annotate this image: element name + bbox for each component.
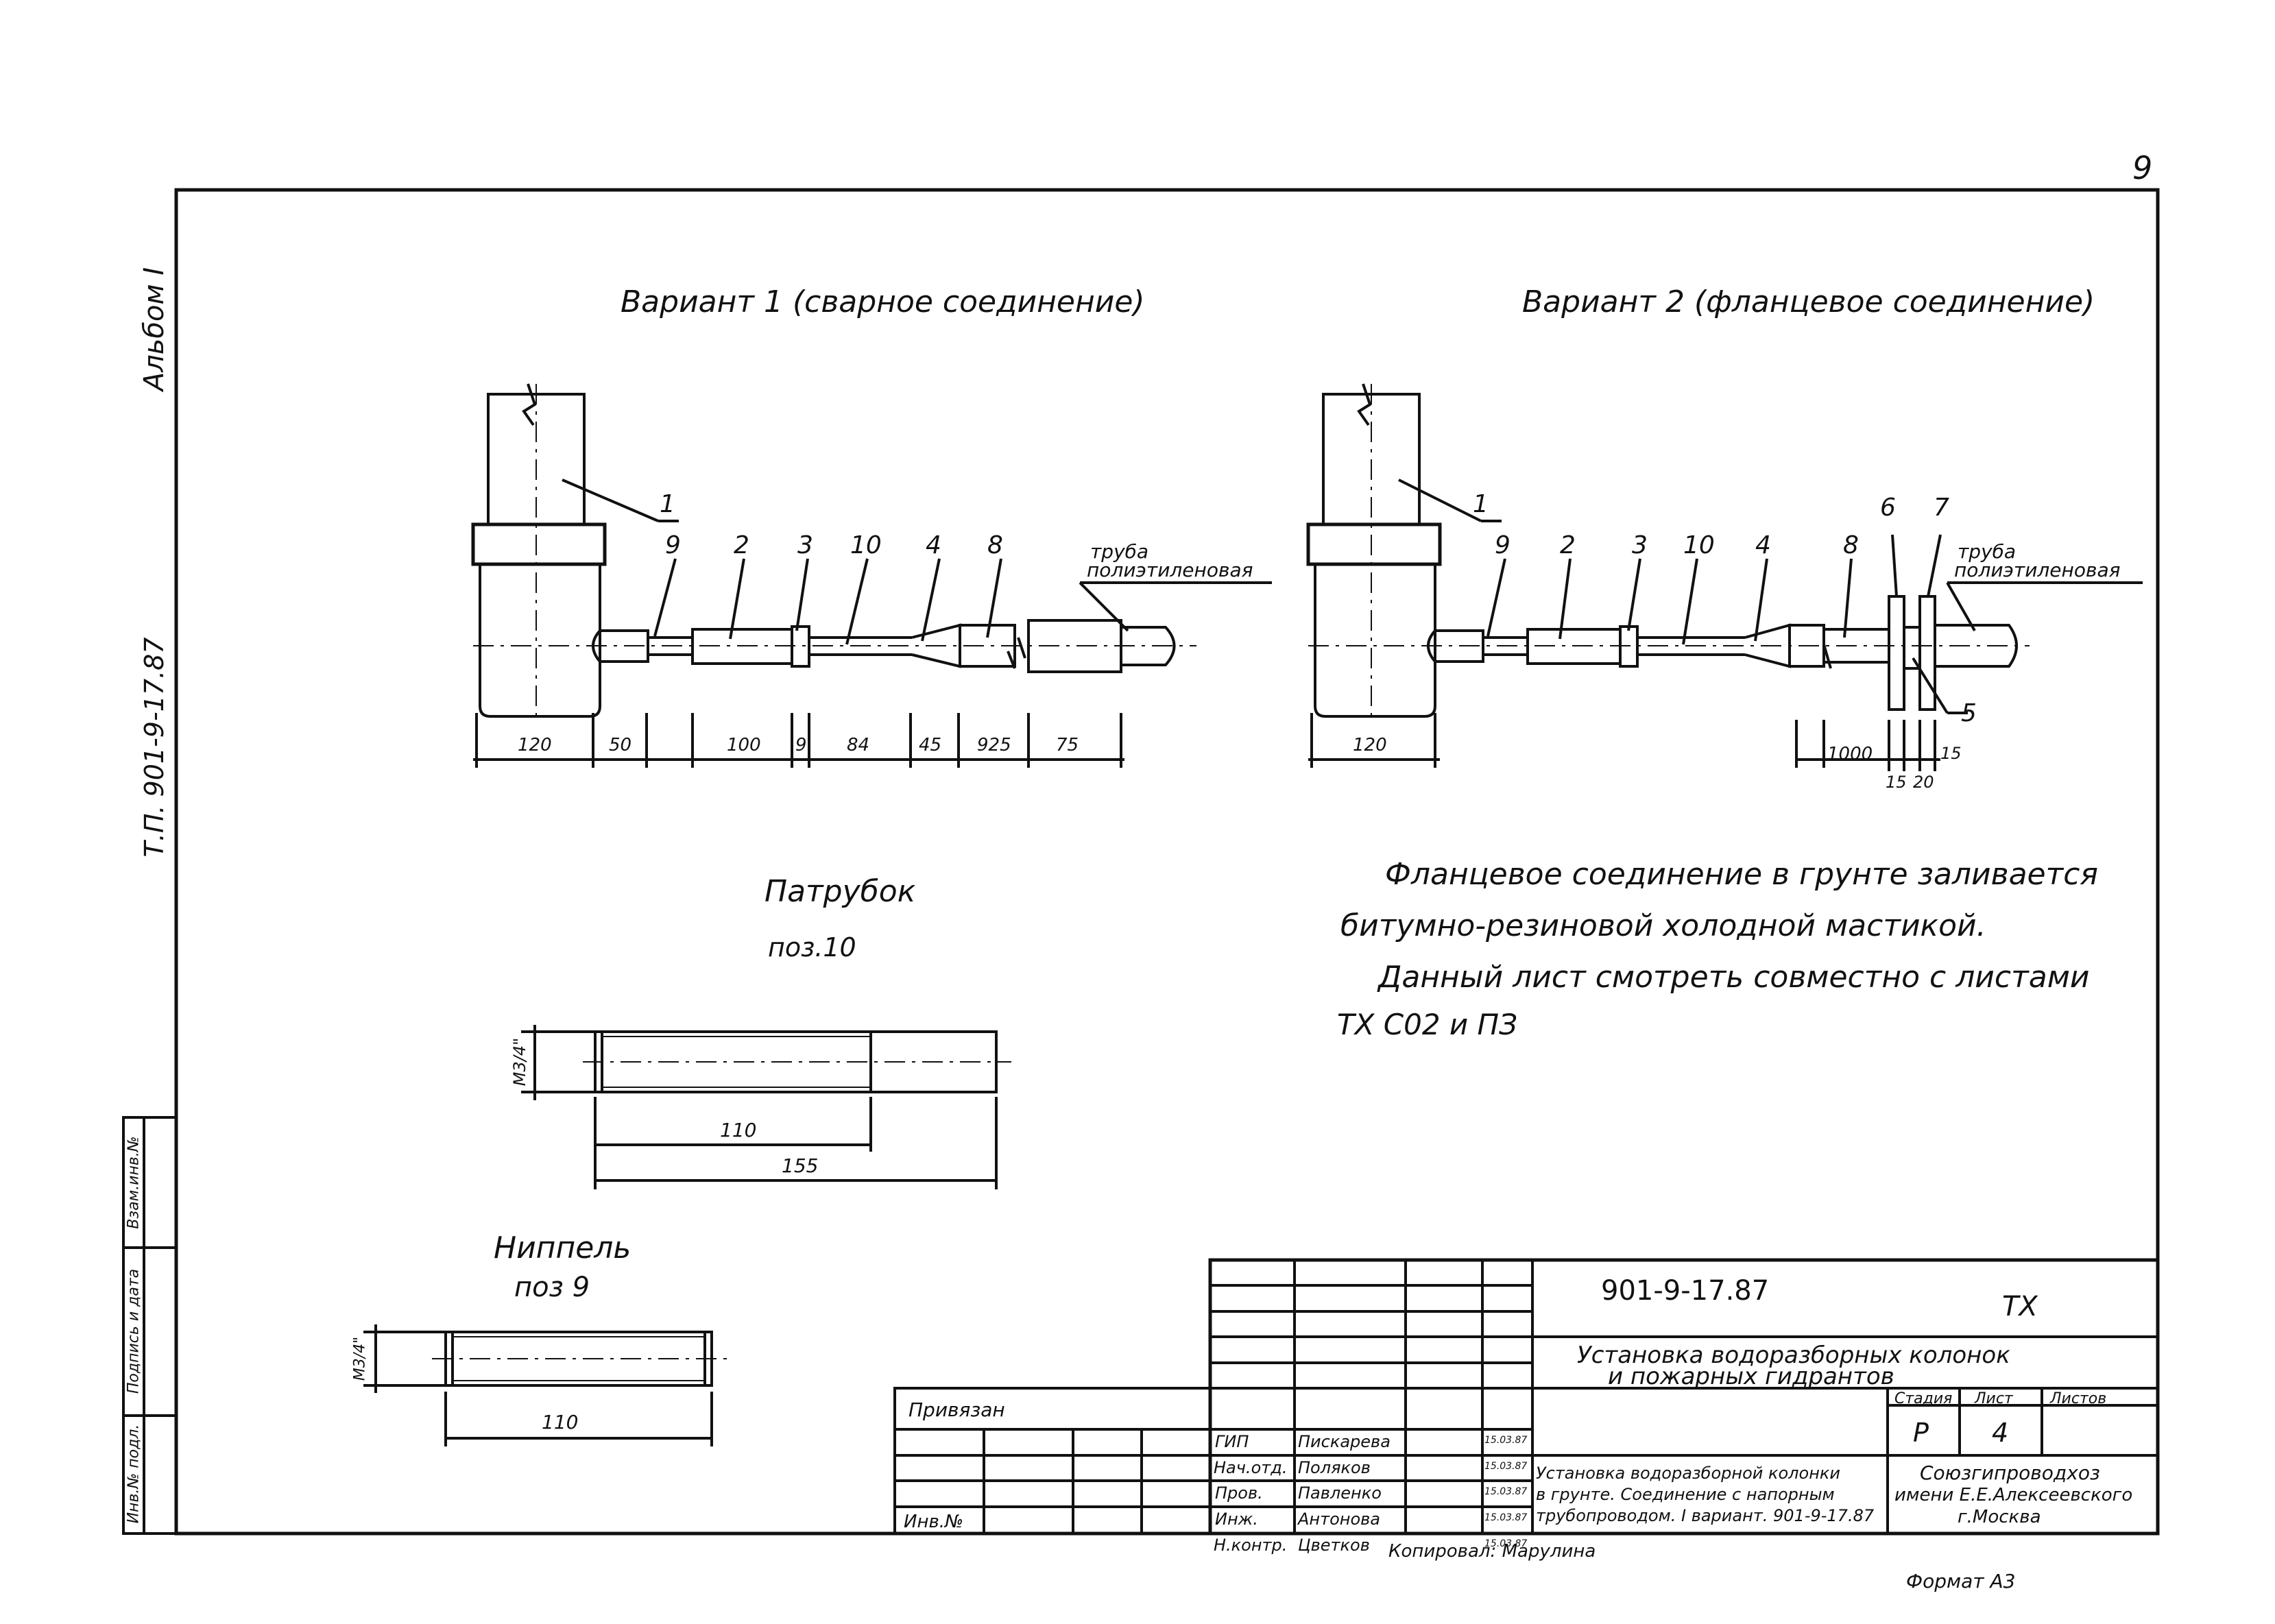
tb-name: Цветков xyxy=(1298,1536,1370,1555)
tb-date: 15.03.87 xyxy=(1484,1486,1528,1497)
v2-dim: 20 xyxy=(1913,773,1934,792)
tp-code: Т.П. 901-9-17.87 xyxy=(139,637,169,858)
v2-callout: 5 xyxy=(1961,699,1977,727)
tb-sheet-title-3: трубопроводом. I вариант. 901-9-17.87 xyxy=(1536,1506,1875,1525)
tb-name: Поляков xyxy=(1298,1458,1371,1477)
stamp-vzam-inv: Взам.инв.№ xyxy=(125,1136,143,1229)
sheet-format: Формат А3 xyxy=(1906,1570,2016,1592)
tb-org-2: имени Е.Е.Алексеевского xyxy=(1894,1485,2133,1505)
v2-callout: 3 xyxy=(1632,531,1648,559)
copied-by: Копировал: Марулина xyxy=(1388,1541,1596,1562)
stamp-inv-podl: Инв.№ подл. xyxy=(125,1424,143,1524)
variant1-title: Вариант 1 (сварное соединение) xyxy=(621,284,1145,319)
tb-doc-code: 901-9-17.87 xyxy=(1601,1275,1770,1307)
tb-role: Н.контр. xyxy=(1214,1536,1288,1555)
v2-dim: 15 xyxy=(1886,773,1907,792)
v2-callout: 7 xyxy=(1934,494,1949,522)
patrubok-pos: поз.10 xyxy=(768,932,856,962)
tb-project-title-1: Установка водоразборных колонок xyxy=(1577,1342,2010,1369)
v1-dim: 84 xyxy=(847,735,870,755)
page-number: 9 xyxy=(2132,149,2153,186)
tb-date: 15.03.87 xyxy=(1484,1461,1528,1472)
v1-callout: 10 xyxy=(850,531,882,559)
variant1-drawing xyxy=(471,383,1272,768)
variant2-drawing xyxy=(1306,383,2143,771)
tb-stage: Р xyxy=(1913,1418,1929,1448)
nippel-thread: М3/4" xyxy=(351,1336,369,1381)
tb-sheet-title-2: в грунте. Соединение с напорным xyxy=(1536,1485,1835,1504)
v2-callout: 8 xyxy=(1843,531,1859,559)
tb-date: 15.03.87 xyxy=(1484,1512,1528,1523)
note-line-1: Фланцевое соединение в грунте заливается xyxy=(1385,857,2098,892)
nippel-dim-110: 110 xyxy=(542,1411,579,1433)
v2-dim: 1000 xyxy=(1827,744,1873,764)
patrubok-title: Патрубок xyxy=(765,874,916,909)
v1-dim: 75 xyxy=(1056,735,1079,755)
v1-dim: 45 xyxy=(919,735,942,755)
v2-callout: 1 xyxy=(1473,490,1489,518)
v1-dim: 50 xyxy=(609,735,632,755)
patrubok-dim-110: 110 xyxy=(720,1119,757,1141)
tb-role: Пров. xyxy=(1215,1483,1263,1503)
tb-role: Нач.отд. xyxy=(1214,1458,1288,1477)
v2-callout: 4 xyxy=(1755,531,1771,559)
v1-dim: 9 xyxy=(795,735,807,755)
tb-date: 15.03.87 xyxy=(1484,1538,1528,1549)
v1-dim: 100 xyxy=(727,735,761,755)
note-line-4: ТХ С02 и ПЗ xyxy=(1337,1008,1518,1041)
v1-callout: 8 xyxy=(987,531,1003,559)
nippel-pos: поз 9 xyxy=(514,1272,590,1303)
v1-dim: 925 xyxy=(977,735,1011,755)
tb-org-3: г.Москва xyxy=(1958,1507,2041,1527)
tb-name: Антонова xyxy=(1298,1510,1380,1529)
tb-sheet: 4 xyxy=(1992,1418,2009,1448)
nippel-drawing xyxy=(363,1324,727,1446)
album-label: Альбом I xyxy=(139,267,170,391)
v2-dim: 120 xyxy=(1353,735,1387,755)
v2-pipe-label: труба xyxy=(1958,540,2017,563)
tb-org-1: Союзгипроводхоз xyxy=(1920,1462,2100,1484)
v2-dim: 15 xyxy=(1940,744,1962,763)
left-stamp-lines xyxy=(122,1116,178,1535)
tb-stage-label: Стадия xyxy=(1894,1390,1953,1407)
tb-name: Пискарева xyxy=(1298,1432,1391,1451)
tb-sheets-label: Листов xyxy=(2050,1390,2107,1407)
v1-pipe-label: труба xyxy=(1090,540,1149,563)
tb-role: ГИП xyxy=(1215,1432,1249,1451)
tb-project-title-2: и пожарных гидрантов xyxy=(1608,1363,1894,1390)
stamp-sign-date: Подпись и дата xyxy=(125,1268,143,1394)
v1-callout: 1 xyxy=(660,490,675,518)
tb-sheet-label: Лист xyxy=(1975,1390,2013,1407)
tb-role: Инж. xyxy=(1215,1510,1258,1529)
v2-pipe-label: полиэтиленовая xyxy=(1954,559,2121,581)
patrubok-dim-155: 155 xyxy=(782,1154,819,1177)
v1-callout: 9 xyxy=(665,531,681,559)
tb-privyazan: Привязан xyxy=(908,1398,1005,1421)
tb-inv-no: Инв.№ xyxy=(904,1512,964,1532)
note-line-2: битумно-резиновой холодной мастикой. xyxy=(1340,908,1986,943)
patrubok-drawing xyxy=(521,1025,1011,1189)
note-line-3: Данный лист смотреть совместно с листами xyxy=(1378,960,2090,995)
v2-callout: 6 xyxy=(1880,494,1896,522)
title-block-lines xyxy=(893,1258,2160,1536)
v1-callout: 4 xyxy=(926,531,941,559)
v2-callout: 10 xyxy=(1683,531,1715,559)
variant2-title: Вариант 2 (фланцевое соединение) xyxy=(1522,284,2095,319)
v2-callout: 2 xyxy=(1560,531,1576,559)
tb-date: 15.03.87 xyxy=(1484,1435,1528,1446)
patrubok-thread: М3/4" xyxy=(510,1037,529,1087)
v1-callout: 2 xyxy=(734,531,749,559)
nippel-title: Ниппель xyxy=(494,1231,631,1265)
v2-callout: 9 xyxy=(1495,531,1510,559)
tb-sheet-title-1: Установка водоразборной колонки xyxy=(1536,1464,1840,1483)
tb-mark: ТХ xyxy=(2002,1291,2038,1322)
v1-dim: 120 xyxy=(518,735,552,755)
v1-callout: 3 xyxy=(797,531,813,559)
tb-name: Павленко xyxy=(1298,1483,1382,1503)
v1-pipe-label: полиэтиленовая xyxy=(1087,559,1253,581)
